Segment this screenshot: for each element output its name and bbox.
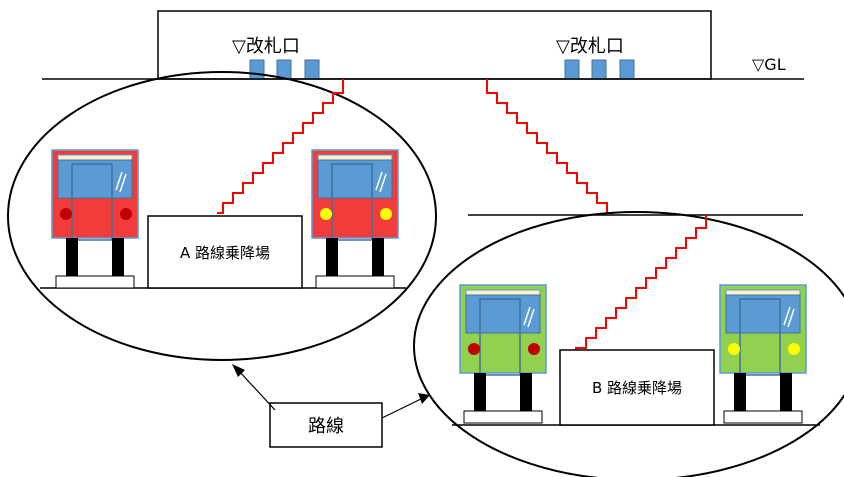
platform-b-label: B 路線乗降場 [592, 379, 682, 397]
platform-a-box [147, 215, 303, 289]
train-green-right [719, 284, 807, 376]
route-arrow-to-b [381, 393, 430, 419]
route-callout-label: 路線 [308, 416, 344, 437]
ellipse-route-b [413, 211, 844, 477]
platform-a-label: A 路線乗降場 [180, 244, 270, 262]
stairs-b [575, 215, 707, 350]
stairs-gl-to-b [486, 79, 614, 214]
gate-label-right: ▽改札口 [556, 36, 624, 57]
ground-label: ▽GL [752, 55, 786, 74]
stairs-a [217, 79, 344, 214]
platform-b-box [559, 349, 715, 426]
route-arrow-to-a [232, 364, 276, 411]
route-callout-box [269, 402, 383, 448]
train-red-right [311, 149, 399, 241]
ellipse-route-a [7, 71, 437, 361]
gate-label-left: ▽改札口 [232, 36, 300, 57]
ticket-gates-right [564, 59, 635, 80]
ticket-gates-left [249, 59, 320, 80]
train-green-left [459, 284, 547, 376]
train-red-left [51, 149, 139, 241]
